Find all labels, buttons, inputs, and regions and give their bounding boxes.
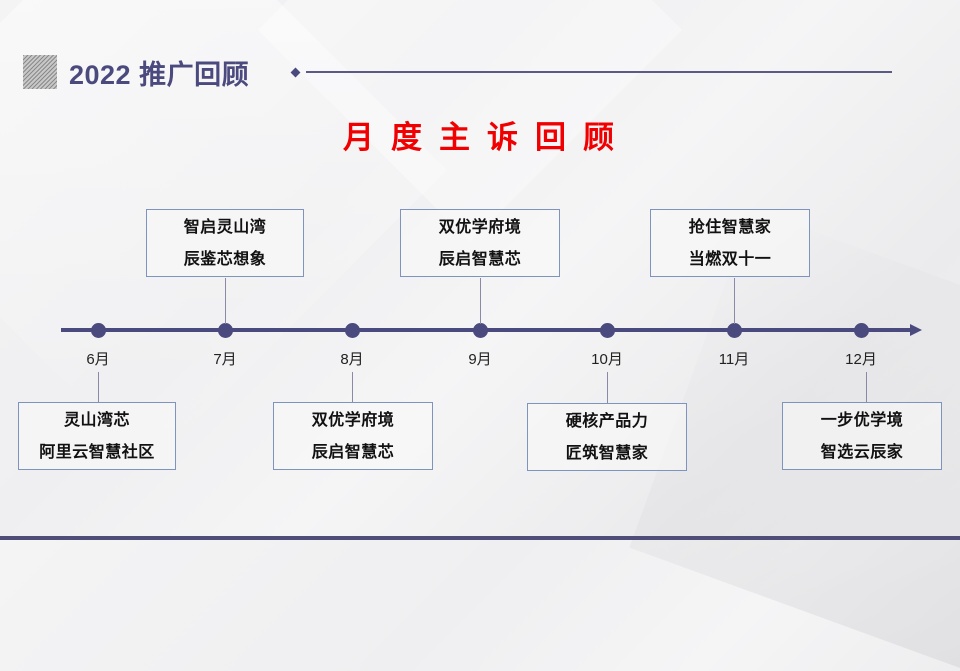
event-line1: 双优学府境 — [311, 410, 395, 429]
timeline-dot-6 — [91, 323, 106, 338]
timeline-dot-7 — [218, 323, 233, 338]
month-label: 7月 — [213, 351, 237, 368]
event-box-10: 硬核产品力 匠筑智慧家 — [527, 403, 687, 471]
timeline-dot-9 — [473, 323, 488, 338]
connector-line — [734, 278, 735, 324]
connector-line — [607, 372, 608, 403]
month-label: 11月 — [718, 351, 750, 368]
event-line1: 一步优学境 — [820, 410, 904, 429]
connector-line — [480, 278, 481, 324]
event-line2: 智选云辰家 — [820, 442, 904, 461]
page-title: 2022 推广回顾 — [69, 59, 250, 90]
event-line2: 辰启智慧芯 — [311, 442, 395, 461]
event-line1: 智启灵山湾 — [183, 217, 267, 236]
event-box-6: 灵山湾芯 阿里云智慧社区 — [18, 402, 176, 470]
diamond-icon — [290, 67, 301, 78]
event-line2: 辰鉴芯想象 — [183, 249, 267, 268]
timeline-dot-8 — [345, 323, 360, 338]
month-label: 8月 — [340, 351, 364, 368]
event-line2: 辰启智慧芯 — [438, 249, 522, 268]
event-line1: 双优学府境 — [438, 217, 522, 236]
event-line1: 抢住智慧家 — [688, 217, 772, 236]
event-box-8: 双优学府境 辰启智慧芯 — [273, 402, 433, 470]
event-line2: 阿里云智慧社区 — [39, 442, 155, 461]
month-label: 10月 — [591, 351, 623, 368]
timeline-dot-10 — [600, 323, 615, 338]
event-box-9: 双优学府境 辰启智慧芯 — [400, 209, 560, 277]
timeline-dot-11 — [727, 323, 742, 338]
event-box-12: 一步优学境 智选云辰家 — [782, 402, 942, 470]
event-line2: 当燃双十一 — [688, 249, 772, 268]
month-label: 6月 — [86, 351, 110, 368]
hatched-square-icon — [23, 55, 57, 89]
header-divider — [306, 71, 892, 73]
section-subtitle: 月度主诉回顾 — [343, 120, 631, 156]
bottom-bar — [0, 536, 960, 540]
connector-line — [98, 372, 99, 403]
connector-line — [352, 372, 353, 403]
arrow-head-icon — [910, 324, 922, 336]
event-line1: 灵山湾芯 — [63, 410, 130, 429]
month-label: 9月 — [468, 351, 492, 368]
header: 2022 推广回顾 — [23, 55, 250, 90]
event-box-11: 抢住智慧家 当燃双十一 — [650, 209, 810, 277]
month-label: 12月 — [845, 351, 877, 368]
event-line2: 匠筑智慧家 — [565, 443, 649, 462]
connector-line — [225, 278, 226, 324]
connector-line — [866, 372, 867, 403]
timeline-dot-12 — [854, 323, 869, 338]
event-box-7: 智启灵山湾 辰鉴芯想象 — [146, 209, 304, 277]
event-line1: 硬核产品力 — [565, 411, 649, 430]
